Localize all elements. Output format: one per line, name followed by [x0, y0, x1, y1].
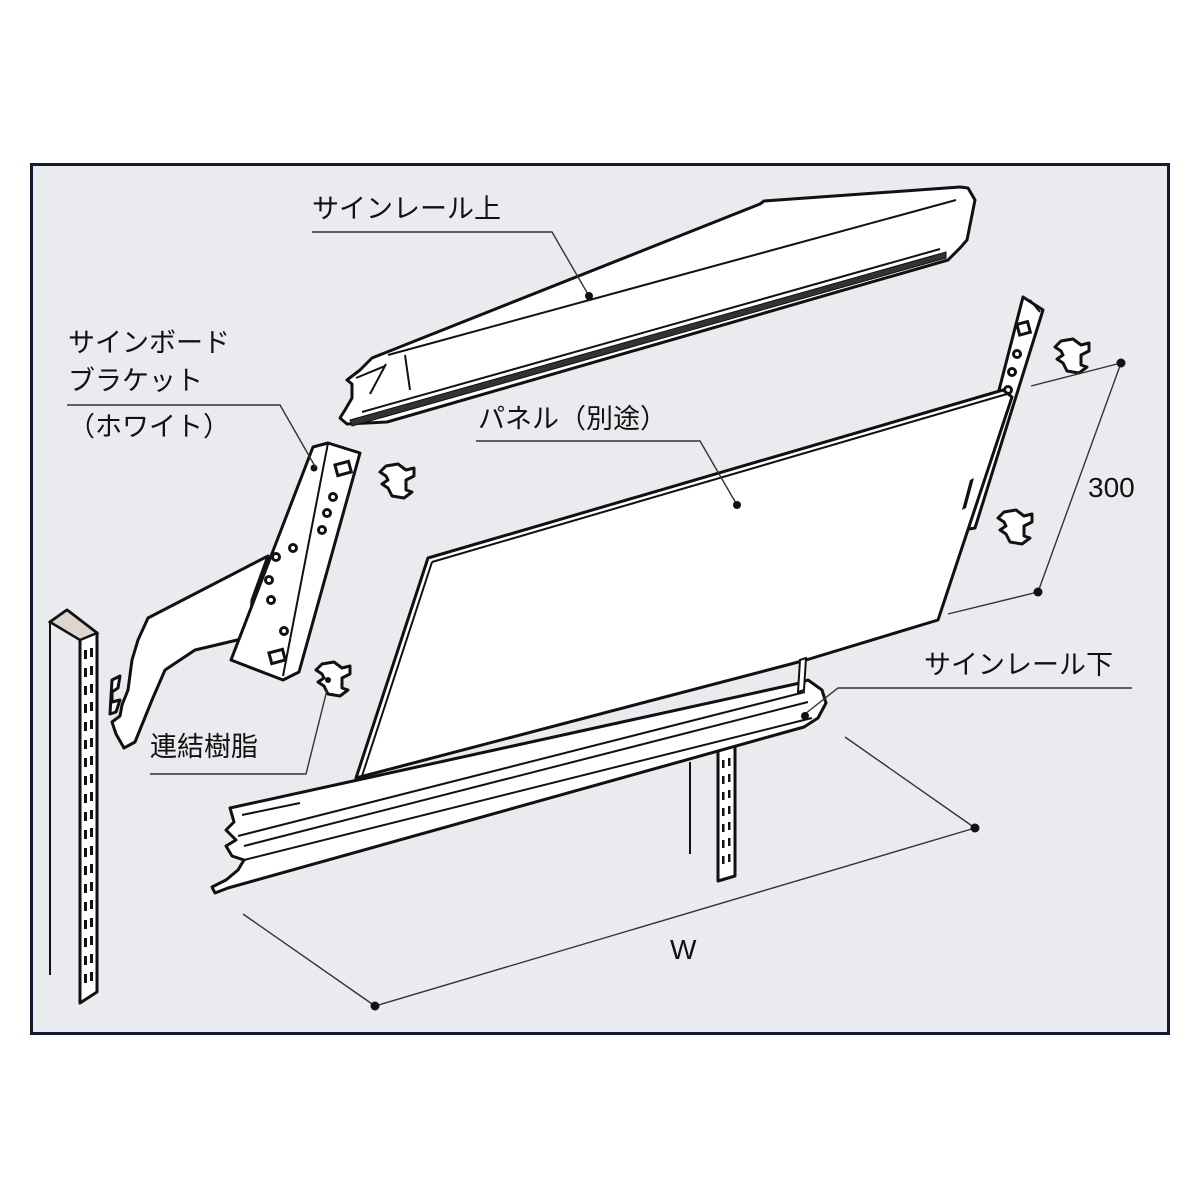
leader-lines [67, 231, 1132, 775]
panel [354, 388, 1014, 780]
signboard-bracket [108, 441, 362, 750]
wall-upright-left [47, 608, 100, 1005]
label-sign-rail-bottom: サインレール下 [924, 650, 1113, 681]
dimension-height: 300 [1088, 472, 1135, 503]
label-signboard-bracket-line2: ブラケット [68, 366, 203, 397]
label-signboard-bracket-line1: サインボード [68, 328, 230, 359]
label-connector-resin: 連結樹脂 [150, 732, 258, 763]
label-signboard-bracket-line3: （ホワイト） [68, 412, 230, 443]
dimension-width: W [670, 934, 697, 965]
sign-rail-top [338, 185, 977, 427]
sign-rail-bottom [210, 656, 828, 895]
connector-resin-clips [314, 337, 1091, 698]
wall-upright-center [689, 741, 737, 883]
label-sign-rail-top: サインレール上 [312, 194, 501, 225]
dimension-lines [242, 358, 1126, 1011]
label-panel: パネル（別途） [478, 404, 667, 435]
